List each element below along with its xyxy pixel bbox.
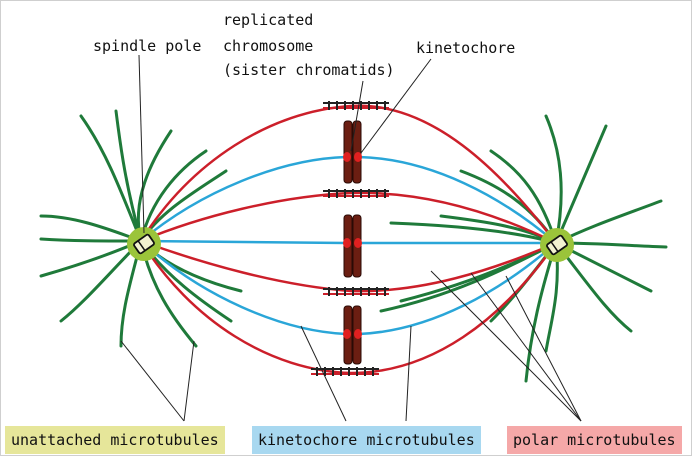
legend-unattached-microtubules: unattached microtubules bbox=[5, 426, 225, 454]
kinetochore-microtubules bbox=[139, 155, 558, 336]
spindle-pole-left bbox=[127, 227, 161, 261]
kinetochore-label: kinetochore bbox=[416, 39, 516, 57]
kinetochore-dot bbox=[343, 238, 351, 248]
overlap-top bbox=[323, 101, 389, 110]
kinetochore-dot bbox=[354, 152, 362, 162]
kinetochore-dot bbox=[354, 238, 362, 248]
spindle-pole-label: spindle pole bbox=[93, 37, 202, 55]
sister-chromatids-label: (sister chromatids) bbox=[223, 61, 395, 79]
kinetochore-dot bbox=[354, 329, 362, 339]
leader-lines bbox=[120, 54, 582, 422]
legend-polar-microtubules: polar microtubules bbox=[507, 426, 682, 454]
replicated-label: replicated bbox=[223, 11, 314, 29]
overlap-bottom bbox=[311, 367, 379, 376]
overlap-lower-mid bbox=[323, 287, 389, 296]
kinetochore-dot bbox=[343, 152, 351, 162]
kinetochore-dot bbox=[343, 329, 351, 339]
legend-kinetochore-microtubules: kinetochore microtubules bbox=[252, 426, 481, 454]
chromosome-top bbox=[343, 120, 362, 184]
polar-overlap-zones bbox=[311, 101, 389, 376]
overlap-upper-mid bbox=[323, 189, 389, 198]
unattached-microtubules-right bbox=[379, 114, 668, 383]
chromosome-bottom bbox=[343, 305, 362, 365]
chromosome-middle bbox=[343, 214, 362, 278]
spindle-pole-right bbox=[540, 228, 574, 262]
chromosome-label: chromosome bbox=[223, 37, 314, 55]
chromosomes bbox=[343, 120, 362, 365]
